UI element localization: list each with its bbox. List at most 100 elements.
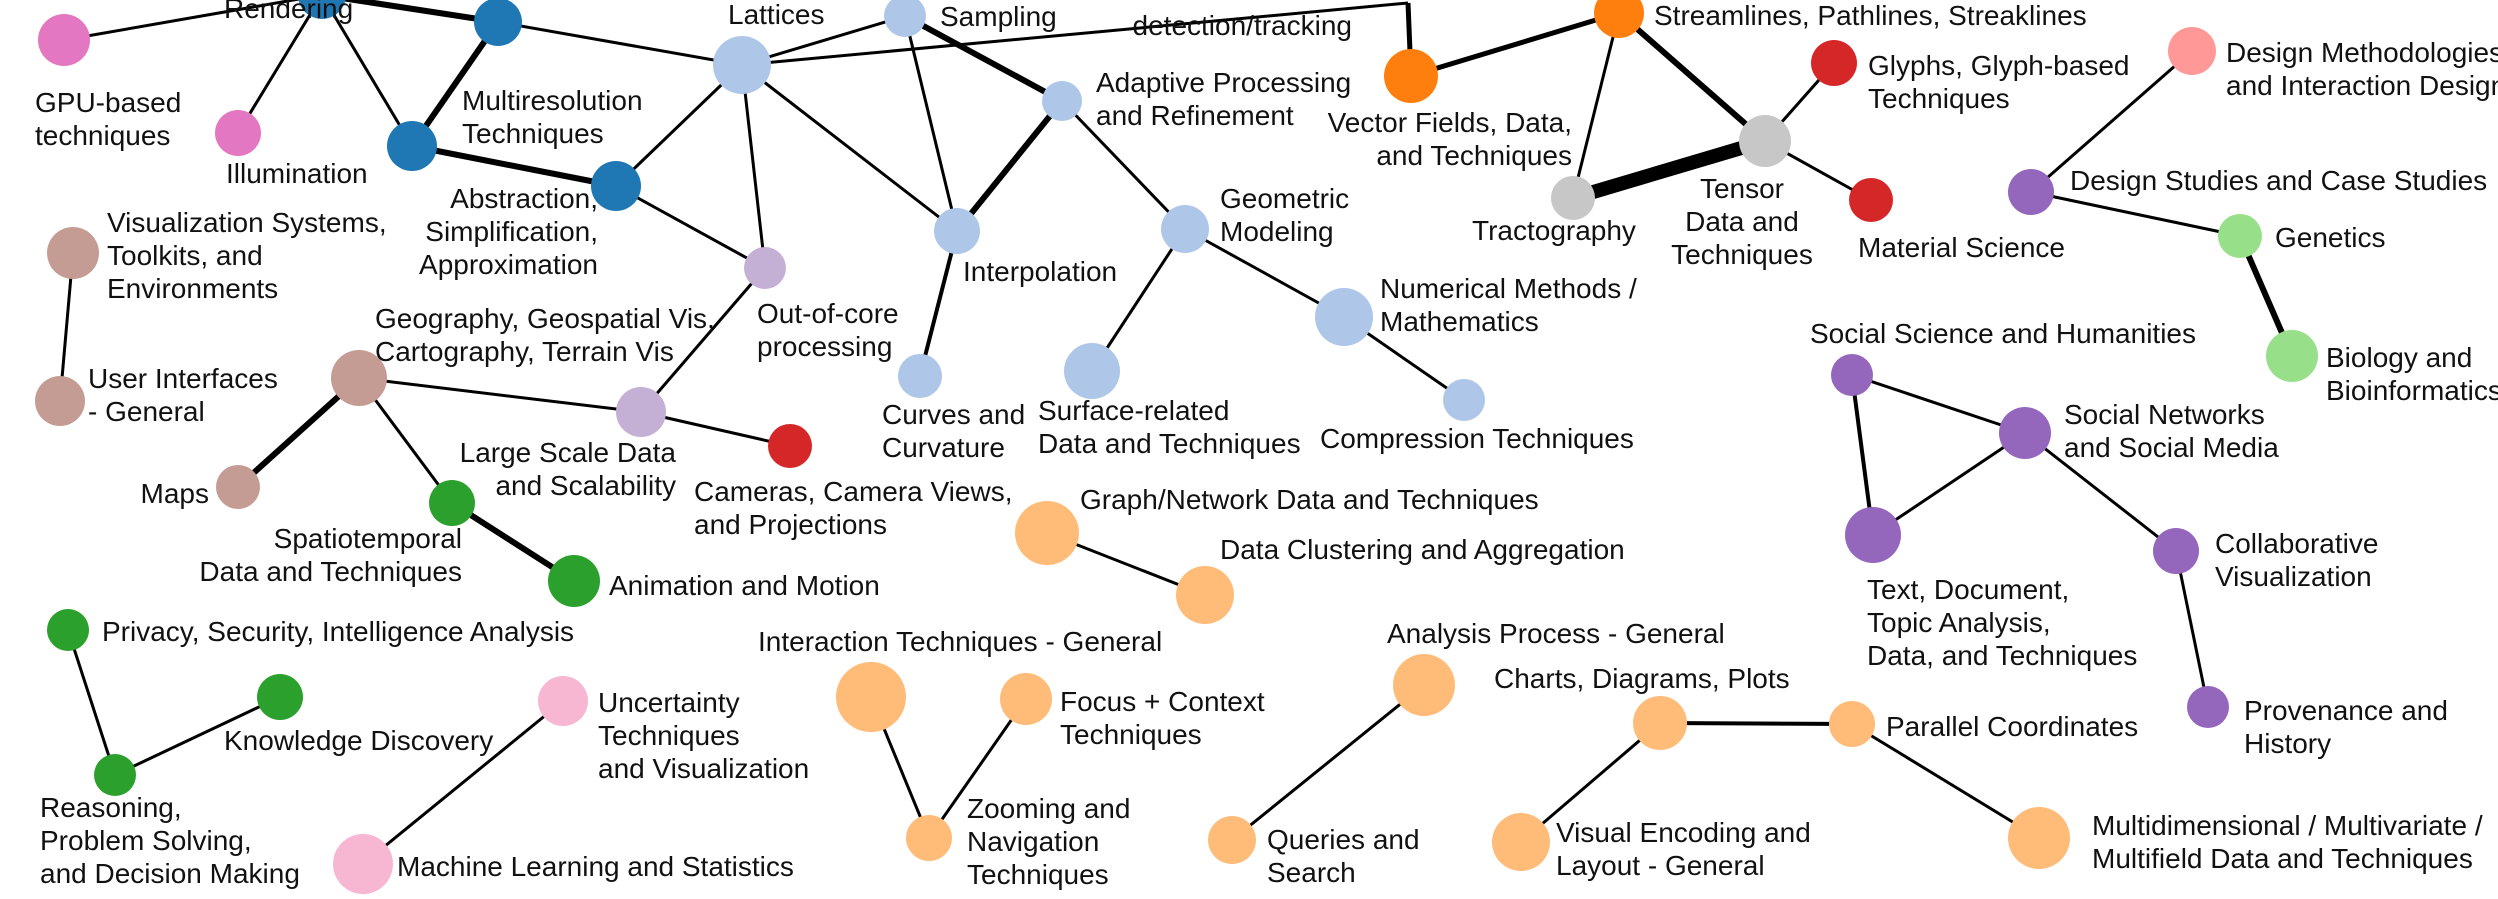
node-label-line: Vector Fields, Data, [1328,107,1572,138]
node-material [1849,178,1893,222]
edge-vectorfields-streamlines [1410,10,1620,79]
node-label-line: Design Studies and Case Studies [2070,165,2487,196]
node-label-streamlines: Streamlines, Pathlines, Streaklines [1654,0,2087,31]
node-label-line: and Interaction Design [2226,70,2498,101]
edge-charts-visualencoding [1520,721,1661,844]
node-label-line: Lattices [728,0,825,30]
node-label-line: Glyphs, Glyph-based [1868,50,2129,81]
node-label-line: Adaptive Processing [1096,67,1351,98]
node-streamlines [1594,0,1644,38]
node-label-line: and Refinement [1096,100,1294,131]
node-label-line: Data, and Techniques [1867,640,2137,671]
node-reasoning [94,754,136,796]
node-label-line: and Decision Making [40,858,300,889]
node-socialscience [1831,354,1873,396]
node-numerical [1315,288,1373,346]
node-label-line: Tensor [1700,173,1784,204]
node-multires [474,0,522,46]
node-label-line: Techniques [967,859,1109,890]
node-label-material: Material Science [1858,232,2065,263]
edge-gpu-rendering [63,0,303,42]
node-label-multidim: Multidimensional / Multivariate /Multifi… [2092,810,2483,874]
node-label-line: Curvature [882,432,1005,463]
node-visualencoding [1492,813,1550,871]
node-clustering [1176,566,1234,624]
node-label-line: Techniques [1060,719,1202,750]
node-label-line: Data Clustering and Aggregation [1220,534,1625,565]
edge-socialnet-collab [2024,431,2177,553]
node-label-animation: Animation and Motion [609,570,880,601]
node-label-line: Collaborative [2215,528,2378,559]
node-label-line: Multidimensional / Multivariate / [2092,810,2483,841]
node-label-line: Provenance and [2244,695,2448,726]
edge-lattices-patterndet [741,1,1409,67]
node-largescale [616,387,666,437]
node-label-line: Animation and Motion [609,570,880,601]
node-multidim [2008,807,2070,869]
node-label-rendering: Rendering [224,0,353,24]
node-label-vectorfields: Vector Fields, Data,and Techniques [1328,107,1572,171]
edge-textdoc-socialnet [1872,431,2026,537]
edge-focus-zooming [927,698,1028,839]
node-label-line: and Visualization [598,753,809,784]
node-label-tractography: Tractography [1472,215,1636,246]
node-biology [2266,330,2318,382]
edge-privacy-reasoning [66,629,117,776]
node-label-line: Surface-related [1038,395,1229,426]
node-label-line: Visual Encoding and [1556,817,1811,848]
nodes-layer [35,0,2318,894]
edge-designmeth-designstudies [2030,49,2193,194]
node-label-line: Numerical Methods / [1380,273,1637,304]
node-label-line: Material Science [1858,232,2065,263]
edge-parallel-multidim [1851,722,2040,840]
node-label-lattices: Lattices [728,0,825,30]
node-label-knowledge: Knowledge Discovery [224,725,493,756]
node-surface [1064,343,1120,399]
node-uncertainty [538,676,588,726]
node-ml [333,834,393,894]
node-label-line: Design Methodologies [2226,37,2498,68]
node-label-line: Spatiotemporal [274,523,462,554]
node-label-line: Navigation [967,826,1099,857]
edge-uncertainty-ml [362,699,564,866]
node-label-line: Abstraction, [450,183,598,214]
node-label-reasoning: Reasoning,Problem Solving,and Decision M… [40,792,300,889]
edge-geography-largescale [358,376,642,414]
edge-lattices-outofcore [740,64,767,269]
node-label-interactiongen: Interaction Techniques - General [758,626,1162,657]
edge-socialscience-socialnet [1851,373,2026,435]
node-label-line: Genetics [2275,222,2386,253]
node-label-line: Geography, Geospatial Vis, [375,303,715,334]
node-label-line: Modeling [1220,216,1334,247]
edges-layer [58,0,2295,866]
node-label-line: Cartography, Terrain Vis [375,336,674,367]
node-label-line: Visualization Systems, [107,207,387,238]
node-geography [331,350,387,406]
node-label-line: and Techniques [1376,140,1572,171]
node-blue_center [387,121,437,171]
node-label-line: Compression Techniques [1320,423,1634,454]
edge-adaptive-geometric [1060,99,1187,231]
node-label-line: Large Scale Data [460,437,677,468]
node-textdoc [1845,507,1901,563]
edge-outofcore-largescale [639,267,767,413]
node-label-socialscience: Social Science and Humanities [1810,318,2196,349]
node-label-line: processing [757,331,892,362]
node-sampling [884,0,926,37]
node-label-line: Multifield Data and Techniques [2092,843,2473,874]
node-label-line: Analysis Process - General [1387,618,1725,649]
node-label-charts: Charts, Diagrams, Plots [1494,663,1790,694]
node-label-line: Bioinformatics [2326,375,2498,406]
node-label-line: Toolkits, and [107,240,263,271]
node-tractography [1551,176,1595,220]
node-compression [1443,379,1485,421]
node-abstraction [591,161,641,211]
